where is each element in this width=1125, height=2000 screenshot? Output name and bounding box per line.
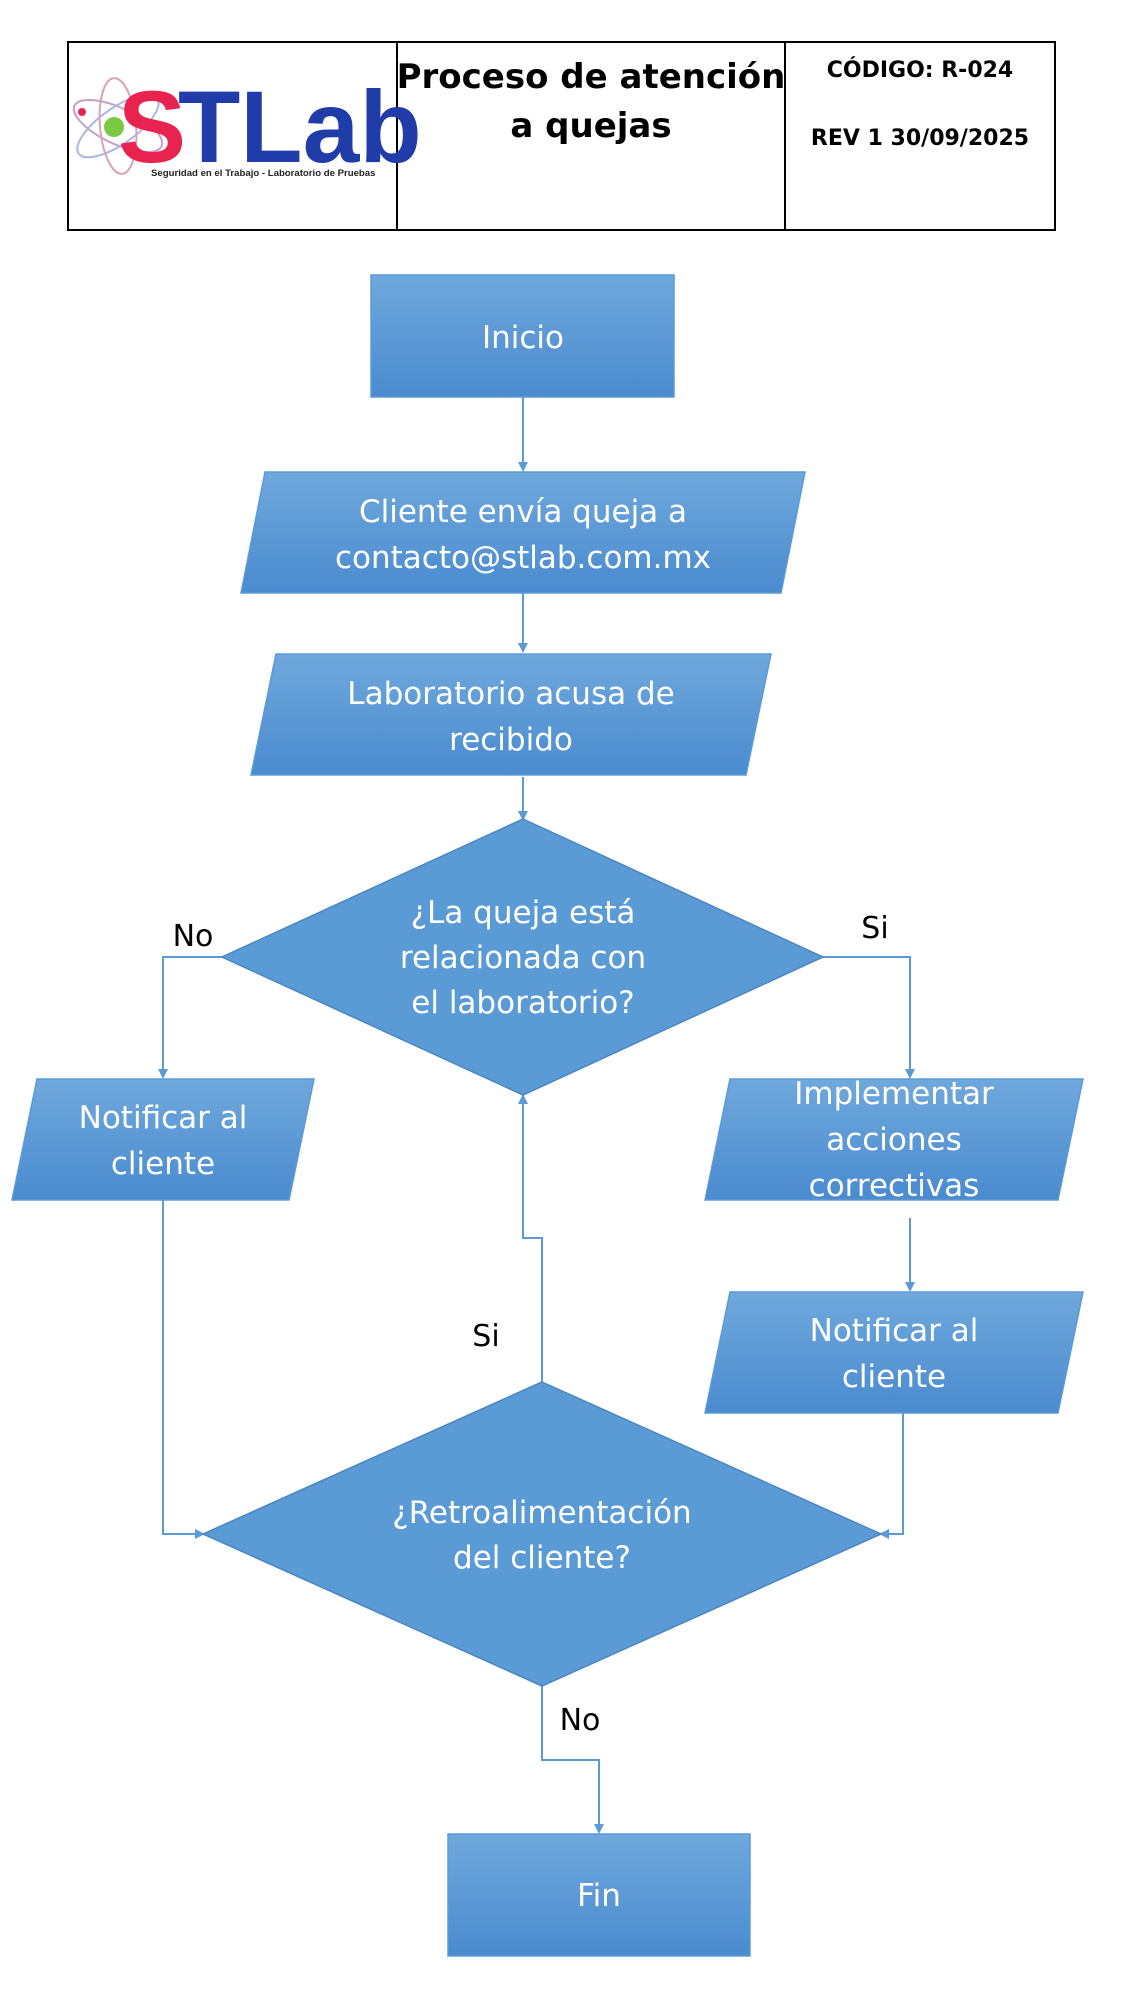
- flow-connectors: [158, 397, 915, 1834]
- node-implementar: Implementar acciones correctivas: [704, 1076, 1084, 1204]
- document-code: CÓDIGO: R-024: [827, 57, 1014, 83]
- atom-icon: [72, 77, 164, 175]
- node-decision-retroalimentacion: ¿Retroalimentación del cliente?: [201, 1381, 883, 1687]
- logo-tagline: Seguridad en el Trabajo - Laboratorio de…: [151, 168, 375, 179]
- edge-label-si-loop: Si: [472, 1319, 499, 1354]
- edge-label-no-bottom: No: [560, 1703, 601, 1738]
- node-implementar-line2: acciones: [826, 1122, 962, 1158]
- node-decision-relacionada-line3: el laboratorio?: [411, 985, 634, 1021]
- node-acusa-recibido-line2: recibido: [449, 722, 573, 758]
- node-notificar-der-line2: cliente: [842, 1359, 946, 1395]
- node-decision-relacionada-line2: relacionada con: [400, 940, 646, 976]
- node-fin-label: Fin: [577, 1878, 621, 1914]
- edge-label-no-left: No: [173, 919, 214, 954]
- logo-letter-s: S: [118, 70, 186, 184]
- node-envia-queja-line1: Cliente envía queja a: [359, 494, 687, 530]
- node-acusa-recibido: Laboratorio acusa de recibido: [250, 653, 772, 776]
- edge-notificar-izq-to-retro: [162, 1200, 205, 1539]
- node-decision-relacionada: ¿La queja está relacionada con el labora…: [220, 818, 825, 1096]
- node-notificar-izq-line2: cliente: [111, 1146, 215, 1182]
- node-inicio-label: Inicio: [482, 320, 564, 356]
- edge-decision-si: [823, 956, 915, 1079]
- node-notificar-der: Notificar al cliente: [704, 1291, 1084, 1414]
- node-notificar-izq-line1: Notificar al: [79, 1100, 248, 1136]
- document-revision: REV 1 30/09/2025: [811, 126, 1029, 151]
- edge-retro-si-loop: [518, 1094, 543, 1382]
- edge-decision-no: [158, 956, 222, 1079]
- header-border: [67, 41, 1056, 231]
- node-acusa-recibido-line1: Laboratorio acusa de: [347, 676, 674, 712]
- node-decision-retroalimentacion-line2: del cliente?: [453, 1540, 631, 1576]
- node-implementar-line1: Implementar: [794, 1076, 994, 1112]
- node-implementar-line3: correctivas: [809, 1168, 980, 1204]
- node-notificar-der-line1: Notificar al: [810, 1313, 979, 1349]
- document-title-line1: Proceso de atención: [397, 57, 786, 97]
- node-decision-retroalimentacion-line1: ¿Retroalimentación: [392, 1495, 691, 1531]
- document-title-line2: a quejas: [510, 106, 671, 146]
- node-inicio: Inicio: [370, 274, 675, 398]
- node-fin: Fin: [447, 1833, 751, 1957]
- logo-letters-tlab: TLab: [178, 70, 422, 184]
- node-envia-queja-line2: contacto@stlab.com.mx: [335, 540, 711, 576]
- edge-retro-no-to-fin: [541, 1686, 604, 1834]
- stlab-logo: S TLab Seguridad en el Trabajo - Laborat…: [72, 70, 422, 184]
- document-header: S TLab Seguridad en el Trabajo - Laborat…: [67, 41, 1056, 231]
- edge-notificar-der-to-retro: [879, 1413, 904, 1539]
- edge-label-si-right: Si: [861, 911, 888, 946]
- node-decision-relacionada-line1: ¿La queja está: [411, 895, 636, 931]
- node-notificar-izq: Notificar al cliente: [11, 1078, 315, 1201]
- node-envia-queja: Cliente envía queja a contacto@stlab.com…: [240, 471, 806, 594]
